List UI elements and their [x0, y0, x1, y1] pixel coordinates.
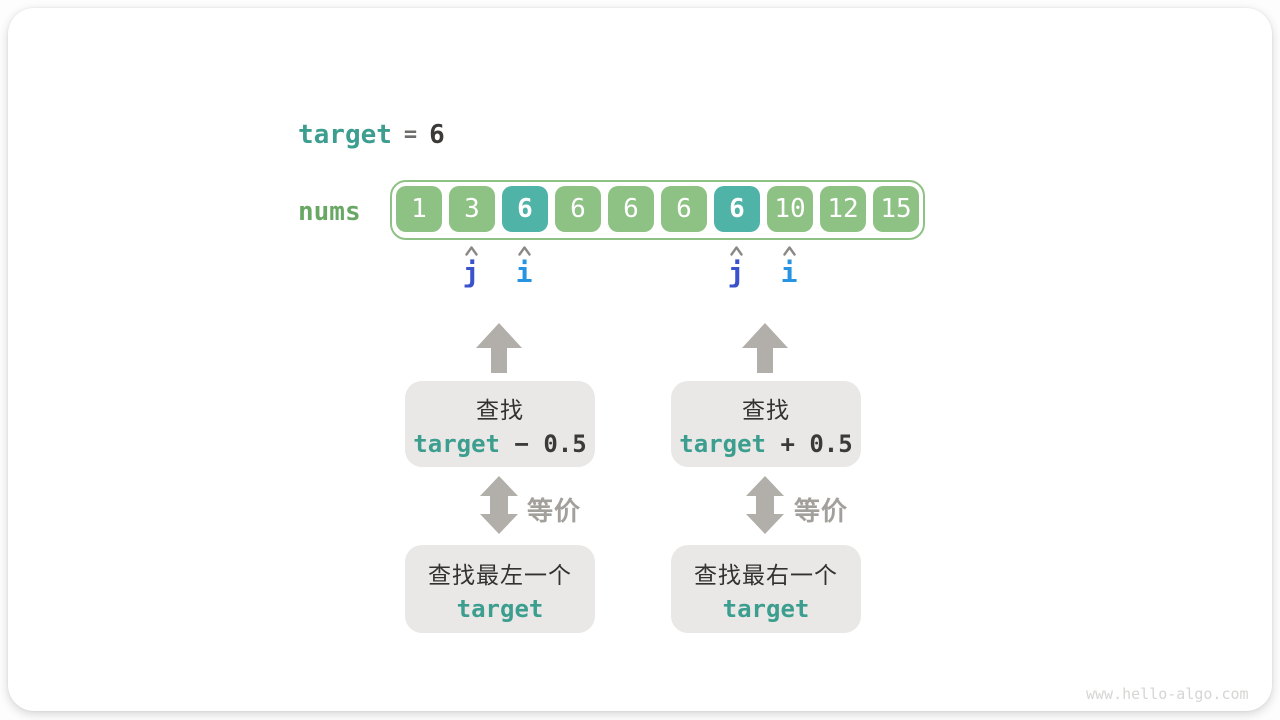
search-left-box: 查找 target − 0.5	[405, 381, 595, 467]
pointer-label: i	[780, 256, 798, 289]
result-rightmost-text: 查找最右一个	[694, 561, 838, 588]
pointer-label: j	[727, 256, 745, 289]
target-value: 6	[429, 120, 445, 150]
result-rightmost-box: 查找最右一个 target	[671, 545, 861, 633]
array-cell: 6	[555, 186, 601, 232]
target-variable: target	[298, 120, 392, 150]
result-leftmost-text: 查找最左一个	[428, 561, 572, 588]
array-cell: 3	[449, 186, 495, 232]
expression-suffix: − 0.5	[500, 429, 587, 458]
arrow-up-icon	[742, 323, 788, 373]
caret-up-icon	[729, 246, 743, 256]
array-cell: 6	[661, 186, 707, 232]
watermark: www.hello-algo.com	[1086, 685, 1249, 703]
pointer-i-left: i	[509, 245, 539, 290]
pointer-label: j	[462, 256, 480, 289]
array-cell: 6	[608, 186, 654, 232]
arrow-up-icon	[476, 323, 522, 373]
array-cell: 15	[873, 186, 919, 232]
caret-up-icon	[517, 246, 531, 256]
nums-label: nums	[298, 197, 361, 227]
pointer-j-left: j	[456, 245, 486, 290]
diagram-card: target = 6 nums 1 3 6 6 6 6 6 10 12 15 j i…	[8, 8, 1272, 711]
result-leftmost-box: 查找最左一个 target	[405, 545, 595, 633]
expression-suffix: + 0.5	[766, 429, 853, 458]
code-target: target	[413, 429, 500, 458]
equivalence-label: 等价	[794, 496, 849, 526]
search-left-expression: target − 0.5	[413, 430, 586, 458]
pointer-j-right: j	[721, 245, 751, 290]
array-cell: 1	[396, 186, 442, 232]
search-right-expression: target + 0.5	[679, 430, 852, 458]
equivalence-label: 等价	[527, 496, 582, 526]
code-target: target	[722, 594, 810, 623]
code-target: target	[456, 594, 544, 623]
equals-sign: =	[403, 122, 418, 147]
search-right-text: 查找	[742, 396, 790, 423]
caret-up-icon	[464, 246, 478, 256]
arrow-up-down-icon	[746, 476, 784, 534]
array-cell: 10	[767, 186, 813, 232]
search-left-text: 查找	[476, 396, 524, 423]
nums-array: 1 3 6 6 6 6 6 10 12 15	[390, 180, 925, 240]
array-cell: 6	[714, 186, 760, 232]
search-right-box: 查找 target + 0.5	[671, 381, 861, 467]
pointer-label: i	[515, 256, 533, 289]
pointer-i-right: i	[774, 245, 804, 290]
array-cell: 6	[502, 186, 548, 232]
arrow-up-down-icon	[480, 476, 518, 534]
code-target: target	[679, 429, 766, 458]
target-assignment: target = 6	[298, 120, 445, 150]
array-cell: 12	[820, 186, 866, 232]
caret-up-icon	[782, 246, 796, 256]
